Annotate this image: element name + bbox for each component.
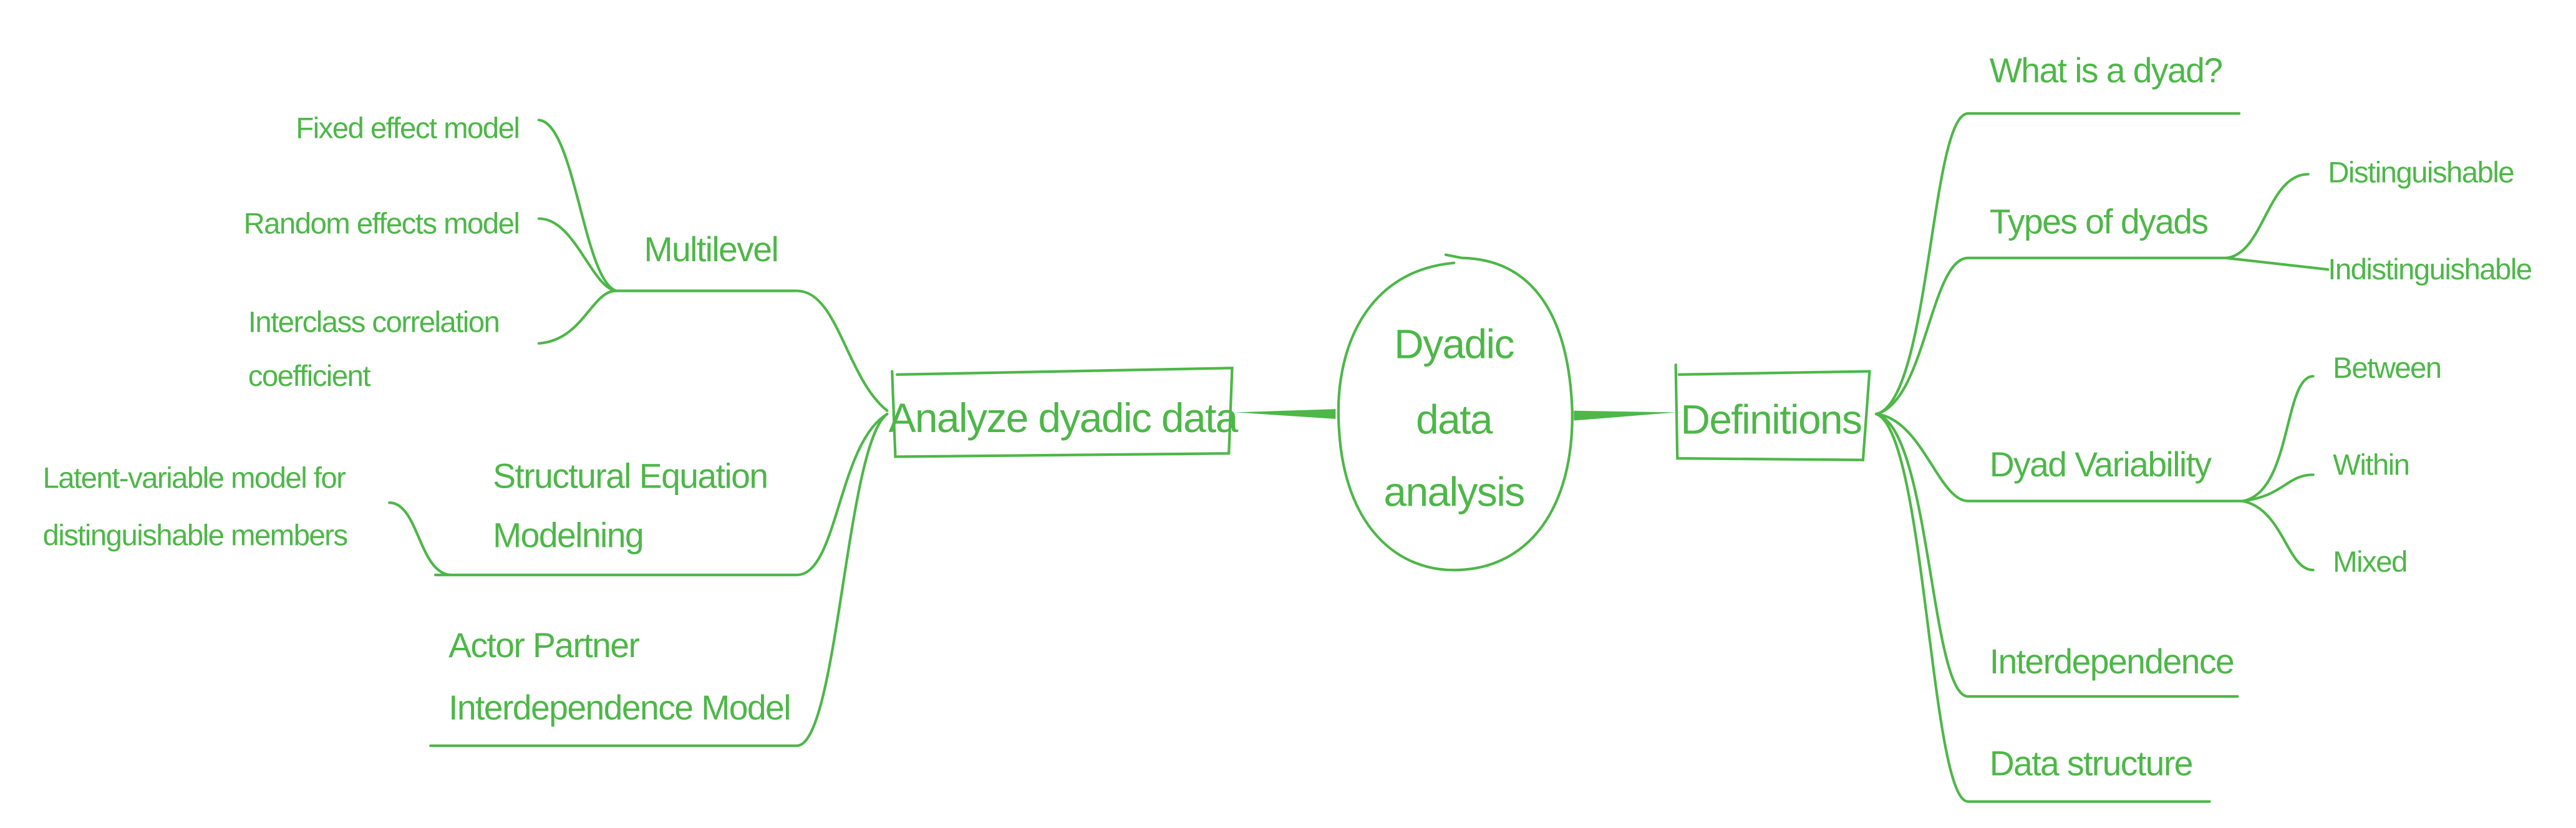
icc-label[interactable]: coefficient — [248, 360, 372, 393]
within-label[interactable]: Within — [2333, 448, 2410, 481]
multilevel-label[interactable]: Multilevel — [644, 230, 779, 269]
sem-label[interactable]: Modelning — [493, 516, 644, 554]
latent-label[interactable]: Latent-variable model for — [42, 462, 346, 495]
branch-line — [429, 412, 889, 748]
branch-line — [2241, 499, 2315, 572]
connector-right — [1574, 410, 1676, 421]
branch-line — [433, 412, 889, 577]
what-is-dyad-label[interactable]: What is a dyad? — [1990, 51, 2223, 90]
branch-line — [537, 289, 617, 345]
interdependence-label[interactable]: Interdependence — [1990, 642, 2235, 681]
definitions-node[interactable]: Definitions — [1674, 363, 1871, 461]
branch-line — [537, 118, 617, 292]
branch-line — [388, 501, 453, 577]
apim-label[interactable]: Actor Partner — [448, 626, 641, 665]
latent-label[interactable]: distinguishable members — [42, 519, 348, 552]
mixed-label[interactable]: Mixed — [2333, 546, 2408, 579]
definitions-label: Definitions — [1680, 397, 1861, 443]
branch-line — [2241, 375, 2315, 503]
icc-label[interactable]: Interclass correlation — [248, 306, 500, 339]
center-line: Dyadic — [1394, 320, 1514, 367]
branch-line — [1874, 112, 2241, 416]
analyze-node[interactable]: Analyze dyadic data — [889, 367, 1239, 458]
between-label[interactable]: Between — [2333, 352, 2442, 385]
branch-line — [1874, 412, 2211, 803]
central-node[interactable]: Dyadic data analysis — [1337, 253, 1574, 572]
variability-label[interactable]: Dyad Variability — [1990, 445, 2213, 484]
branch-line — [1874, 256, 2330, 416]
indistinguishable-label[interactable]: Indistinguishable — [2328, 253, 2532, 286]
sem-label[interactable]: Structural Equation — [493, 457, 768, 496]
branch-line — [2241, 473, 2315, 503]
branch-line — [1874, 412, 2244, 503]
fixed-effect-label[interactable]: Fixed effect model — [296, 112, 520, 145]
data-structure-label[interactable]: Data structure — [1990, 744, 2194, 782]
center-line: analysis — [1383, 469, 1524, 515]
branch-line — [2224, 173, 2310, 259]
types-label[interactable]: Types of dyads — [1990, 202, 2209, 241]
distinguishable-label[interactable]: Distinguishable — [2328, 156, 2515, 190]
analyze-label: Analyze dyadic data — [889, 395, 1239, 441]
apim-label[interactable]: Interdependence Model — [448, 688, 791, 727]
random-effects-label[interactable]: Random effects model — [243, 207, 520, 240]
connector-left — [1235, 409, 1336, 419]
branch-line — [1874, 412, 2239, 698]
branch-line — [537, 217, 617, 292]
branch-line — [614, 289, 889, 412]
center-line: data — [1416, 397, 1493, 443]
